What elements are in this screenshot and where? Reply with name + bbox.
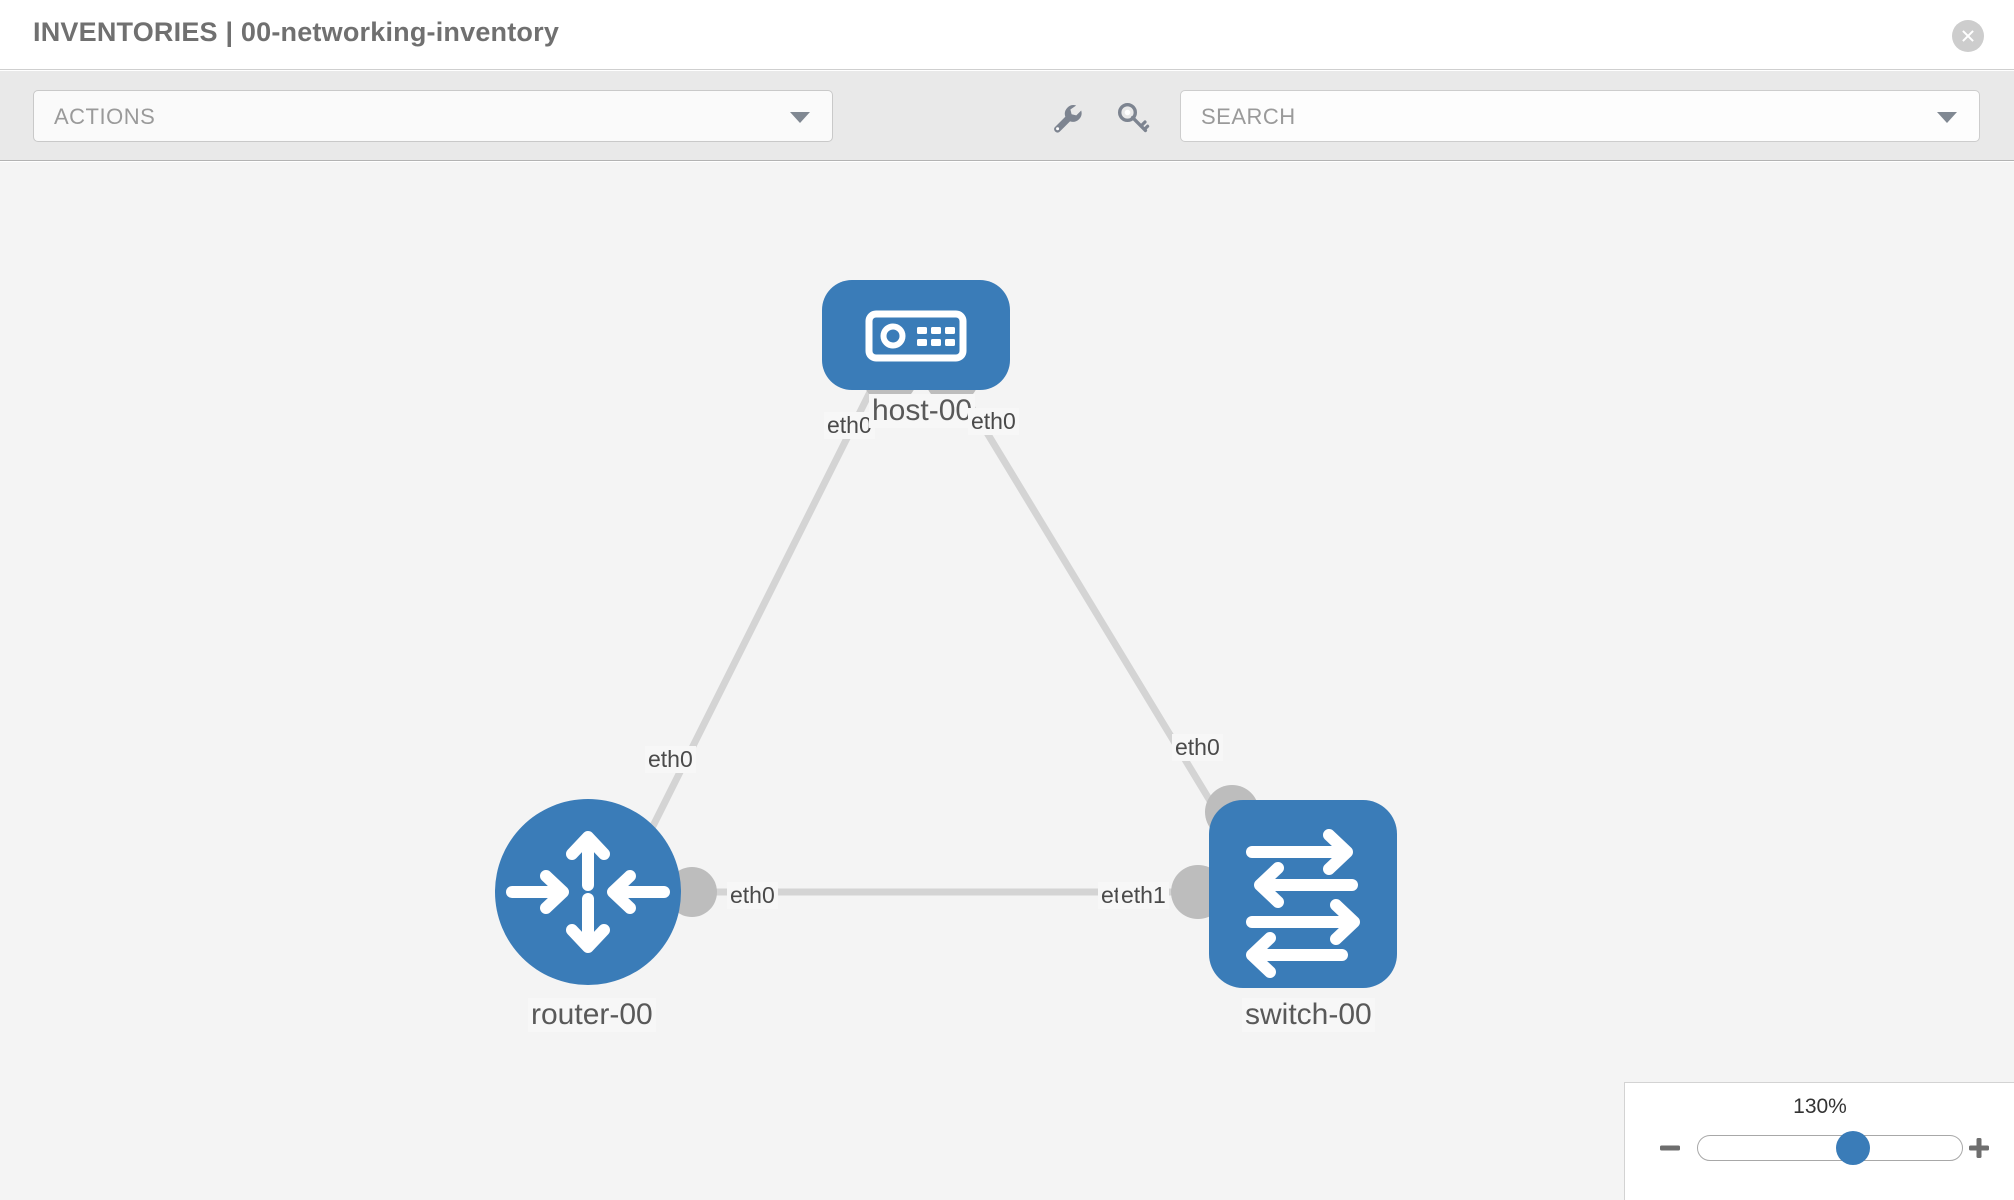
toolbar: ACTIONS SEARCH bbox=[0, 71, 2014, 161]
node-router-00 bbox=[495, 799, 681, 985]
link-host-switch bbox=[952, 378, 1238, 844]
zoom-slider-thumb[interactable] bbox=[1836, 1131, 1870, 1165]
node-label-host: host-00 bbox=[869, 394, 976, 428]
interface-stubs bbox=[667, 350, 1259, 919]
link-label-host-left-iface: eth0 bbox=[824, 412, 875, 439]
switch-arrows-icon bbox=[1246, 829, 1360, 978]
page-title: INVENTORIES | 00-networking-inventory bbox=[33, 17, 560, 47]
search-input[interactable]: SEARCH bbox=[1180, 90, 1980, 142]
node-host-00 bbox=[822, 280, 1010, 390]
chevron-down-icon bbox=[790, 112, 810, 123]
page-header: INVENTORIES | 00-networking-inventory bbox=[0, 0, 2014, 70]
link-label-router-up-iface: eth0 bbox=[645, 746, 696, 773]
node-label-switch: switch-00 bbox=[1242, 998, 1375, 1032]
zoom-out-button[interactable] bbox=[1653, 1131, 1687, 1165]
wrench-icon[interactable] bbox=[1046, 97, 1086, 137]
zoom-level-value: 130% bbox=[1793, 1095, 1847, 1118]
actions-dropdown[interactable]: ACTIONS bbox=[33, 90, 833, 142]
link-host-router bbox=[636, 378, 880, 854]
link-label-router-right-iface: eth0 bbox=[727, 882, 778, 909]
close-icon[interactable] bbox=[1952, 20, 1984, 52]
actions-dropdown-label: ACTIONS bbox=[54, 104, 156, 129]
topology-graph bbox=[495, 280, 1397, 988]
link-label-switch-left-iface: eth1 bbox=[1118, 882, 1169, 909]
zoom-in-button[interactable] bbox=[1962, 1131, 1996, 1165]
link-label-switch-up-iface: eth0 bbox=[1172, 734, 1223, 761]
node-switch-00 bbox=[1209, 800, 1397, 988]
key-icon[interactable] bbox=[1113, 97, 1153, 137]
router-arrows-icon bbox=[506, 831, 670, 953]
zoom-control-panel: 130% bbox=[1624, 1082, 2014, 1200]
node-label-router: router-00 bbox=[528, 998, 656, 1032]
server-icon bbox=[865, 310, 967, 362]
topology-canvas[interactable]: eth0 host-00 eth0 eth0 eth0 eth0 eth0 et… bbox=[0, 162, 2014, 1200]
zoom-slider[interactable] bbox=[1697, 1131, 1963, 1165]
link-label-host-right-iface: eth0 bbox=[968, 408, 1019, 435]
search-placeholder: SEARCH bbox=[1201, 104, 1296, 129]
chevron-down-icon bbox=[1937, 112, 1957, 123]
